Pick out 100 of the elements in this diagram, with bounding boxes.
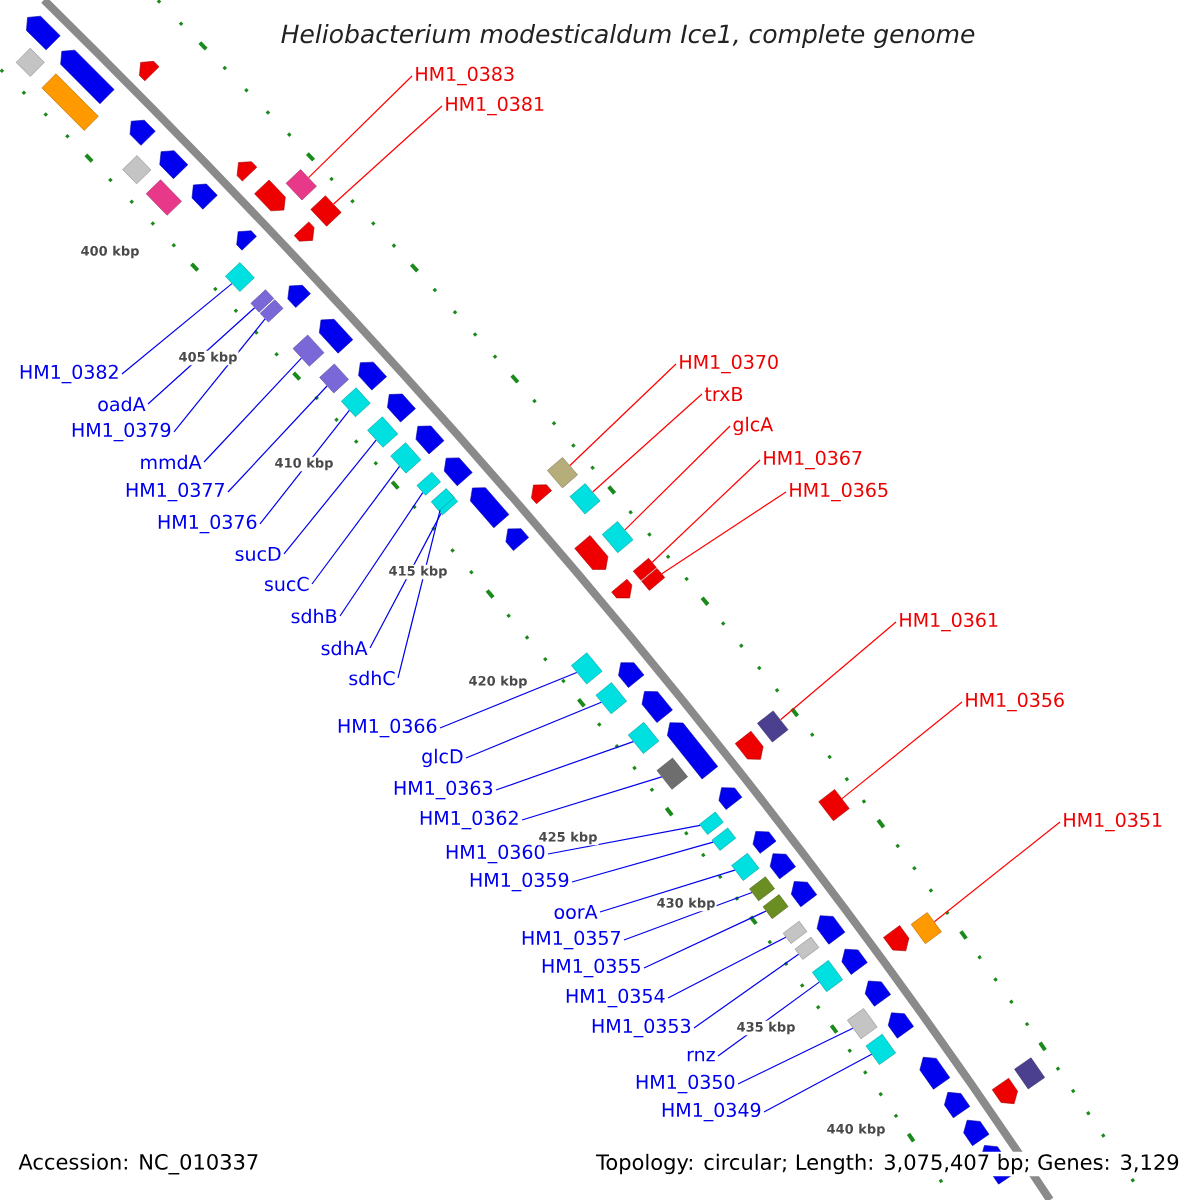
gene-label: sucD	[235, 546, 281, 562]
leader-line	[623, 891, 753, 941]
gene-box	[847, 1008, 878, 1040]
gene-box	[547, 457, 578, 489]
gene-box	[818, 789, 850, 821]
gene-block	[139, 61, 160, 82]
gene-box	[711, 827, 736, 851]
gene-label: sdhA	[321, 640, 368, 656]
gene-box	[15, 47, 45, 77]
gene-block	[129, 119, 156, 146]
gene-block	[443, 457, 473, 487]
gene-box	[794, 936, 820, 960]
gene-box	[782, 920, 808, 944]
gene-label: HM1_0351	[1064, 812, 1162, 832]
gene-label: HM1_0349	[662, 1102, 761, 1122]
gene-label: HM1_0383	[416, 66, 514, 86]
gene-box	[225, 262, 255, 292]
gene-block	[387, 393, 416, 423]
gene-label: HM1_0376	[158, 514, 257, 534]
leader-line	[624, 425, 731, 531]
leader-line	[521, 776, 663, 821]
leader-line	[439, 671, 578, 729]
leader-line	[661, 491, 787, 575]
leader-line	[599, 869, 736, 913]
leader-line	[571, 841, 714, 883]
leader-line	[173, 318, 266, 433]
leader-line	[651, 459, 761, 563]
gene-label: HM1_0381	[446, 96, 544, 116]
gene-block	[415, 425, 445, 455]
gene-block	[26, 15, 61, 51]
gene-block	[944, 1092, 971, 1119]
gene-block	[991, 1078, 1018, 1104]
gene-block	[191, 183, 218, 210]
title: Heliobacterium modesticaldum Ice1, complete genome	[281, 23, 975, 49]
gene-label: oorA	[554, 904, 598, 920]
gene-label: HM1_0379	[72, 422, 171, 442]
gene-box	[569, 483, 601, 515]
accession-text: Accession: NC_010337	[18, 1153, 258, 1175]
gene-box	[757, 710, 789, 743]
leader-line	[227, 385, 328, 493]
gene-block	[919, 1057, 951, 1090]
gene-label: HM1_0382	[20, 364, 118, 384]
gene-block	[752, 831, 777, 854]
gene-block	[791, 881, 818, 908]
leader-line	[780, 621, 897, 721]
gene-box	[416, 471, 441, 496]
gene-box	[865, 1033, 896, 1065]
gene-label: HM1_0366	[338, 718, 437, 738]
gene-box	[1014, 1057, 1045, 1090]
gene-box	[699, 811, 724, 835]
gene-block	[159, 150, 189, 179]
gene-block	[641, 691, 673, 723]
leader-line	[308, 75, 413, 179]
gene-box	[259, 299, 284, 323]
leader-line	[495, 740, 634, 791]
leader-line	[333, 105, 443, 205]
gene-block	[254, 179, 286, 212]
gene-label: HM1_0357	[522, 930, 620, 950]
leader-line	[339, 491, 424, 617]
gene-label: HM1_0363	[394, 780, 493, 800]
gene-label: HM1_0365	[790, 482, 888, 502]
gene-label: trxB	[704, 387, 743, 401]
gene-box	[656, 757, 688, 790]
leader-line	[397, 509, 441, 679]
leader-line	[259, 409, 350, 525]
gene-block	[574, 535, 609, 570]
gene-block	[60, 49, 115, 104]
gene-block	[470, 487, 510, 529]
leader-line	[693, 953, 800, 1029]
gene-label: glcA	[733, 416, 774, 436]
gene-box	[341, 387, 371, 418]
gene-block	[667, 722, 718, 780]
leader-line	[547, 824, 701, 855]
gene-label: HM1_0360	[446, 844, 545, 864]
gene-block	[236, 230, 257, 251]
gene-box	[601, 521, 634, 553]
gene-block	[769, 853, 796, 880]
gene-box	[285, 169, 317, 201]
gene-label: sdhC	[349, 670, 395, 686]
gene-block	[236, 161, 258, 182]
gene-label: HM1_0355	[542, 958, 640, 978]
leader-line	[369, 512, 442, 649]
gene-label: HM1_0350	[636, 1074, 735, 1094]
gene-label: sucC	[265, 576, 309, 592]
leader-line	[569, 363, 677, 467]
gene-block	[734, 730, 764, 760]
gene-label: HM1_0359	[470, 872, 569, 892]
leader-line	[592, 393, 703, 493]
gene-box	[812, 960, 843, 992]
gene-box	[762, 894, 789, 919]
gene-block	[358, 361, 387, 391]
leader-line	[311, 465, 401, 585]
gene-box	[641, 568, 665, 591]
gene-box	[292, 334, 325, 367]
gene-label: sdhB	[291, 608, 337, 624]
gene-block	[287, 284, 311, 308]
gene-box	[319, 363, 349, 394]
gene-block	[531, 484, 552, 504]
gene-label: HM1_0356	[966, 692, 1064, 712]
leader-line	[283, 439, 377, 555]
